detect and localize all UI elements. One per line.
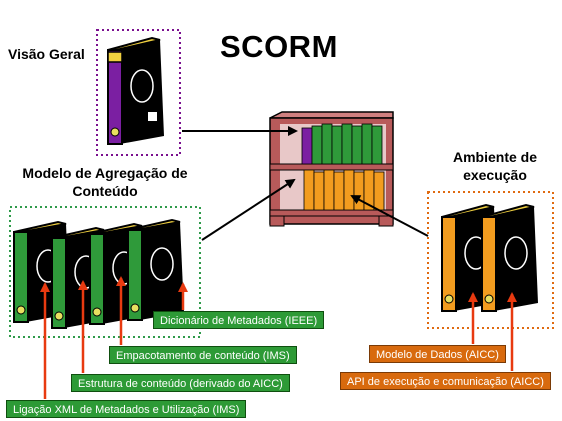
tag-ligacao-xml: Ligação XML de Metadados e Utilização (I… — [6, 400, 247, 418]
tag-dicionario-metadados: Dicionário de Metadados (IEEE) — [153, 311, 325, 329]
ambiente-execucao-books — [441, 203, 538, 312]
bookshelf — [269, 111, 394, 227]
modelo-agregacao-label: Modelo de Agregação de Conteúdo — [22, 165, 188, 199]
tag-api-execucao: API de execução e comunicação (AICC) — [340, 372, 551, 390]
visao-geral-book — [107, 36, 164, 145]
diagram-title: SCORM — [220, 29, 338, 64]
arrow-modelo-to-shelf — [201, 178, 296, 241]
visao-geral-label: Visão Geral — [8, 46, 85, 62]
visao-geral-box — [96, 29, 181, 156]
tag-modelo-dados: Modelo de Dados (AICC) — [369, 345, 506, 363]
modelo-agregacao-books — [13, 218, 184, 329]
ambiente-execucao-label: Ambiente de execução — [452, 149, 537, 183]
modelo-agregacao-box — [9, 206, 201, 338]
arrow-ambiente-to-shelf — [350, 195, 429, 237]
tag-estrutura-conteudo: Estrutura de conteúdo (derivado do AICC) — [71, 374, 290, 392]
tag-empacotamento-conteudo: Empacotamento de conteúdo (IMS) — [109, 346, 297, 364]
